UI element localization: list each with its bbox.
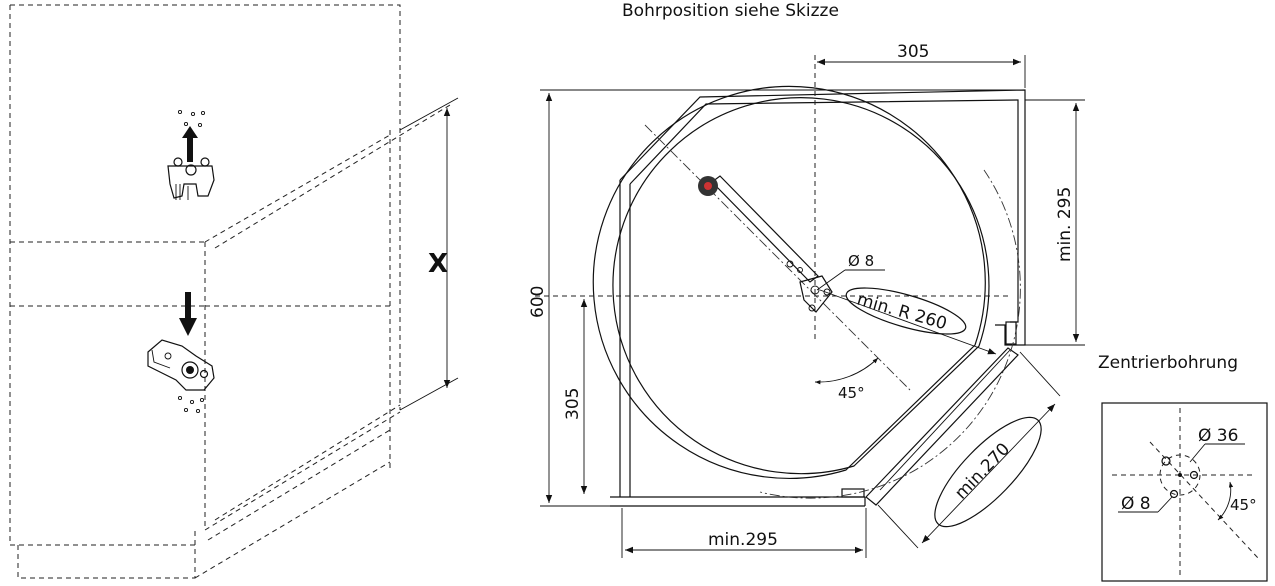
centering-hole-detail: Zentrierbohrung Ø 36 Ø 8 45° (1098, 353, 1268, 582)
lower-fitting-icon (147, 292, 215, 414)
detail-diameter-large: Ø 36 (1198, 426, 1238, 446)
corner-top-view: 305 600 305 min. 295 min.295 min.270 min… (528, 42, 1085, 558)
cabinet-isometric: X (9, 4, 459, 579)
dim-top-width: 305 (897, 42, 929, 62)
detail-angle: 45° (1230, 496, 1257, 514)
dim-left-height: 305 (563, 388, 583, 420)
dim-diagonal: min.270 (951, 439, 1014, 503)
dim-hole-diameter: Ø 8 (848, 252, 874, 270)
detail-diameter-small: Ø 8 (1121, 494, 1151, 514)
detail-title: Zentrierbohrung (1098, 353, 1238, 373)
dim-overall-height: 600 (528, 286, 548, 318)
upper-fitting-icon (167, 109, 215, 200)
cabinet-height-label: X (428, 249, 448, 279)
drawing-title: Bohrposition siehe Skizze (622, 1, 839, 21)
dim-angle: 45° (838, 384, 865, 402)
dim-bottom-width: min.295 (708, 530, 778, 550)
dim-right-height: min. 295 (1055, 187, 1075, 262)
